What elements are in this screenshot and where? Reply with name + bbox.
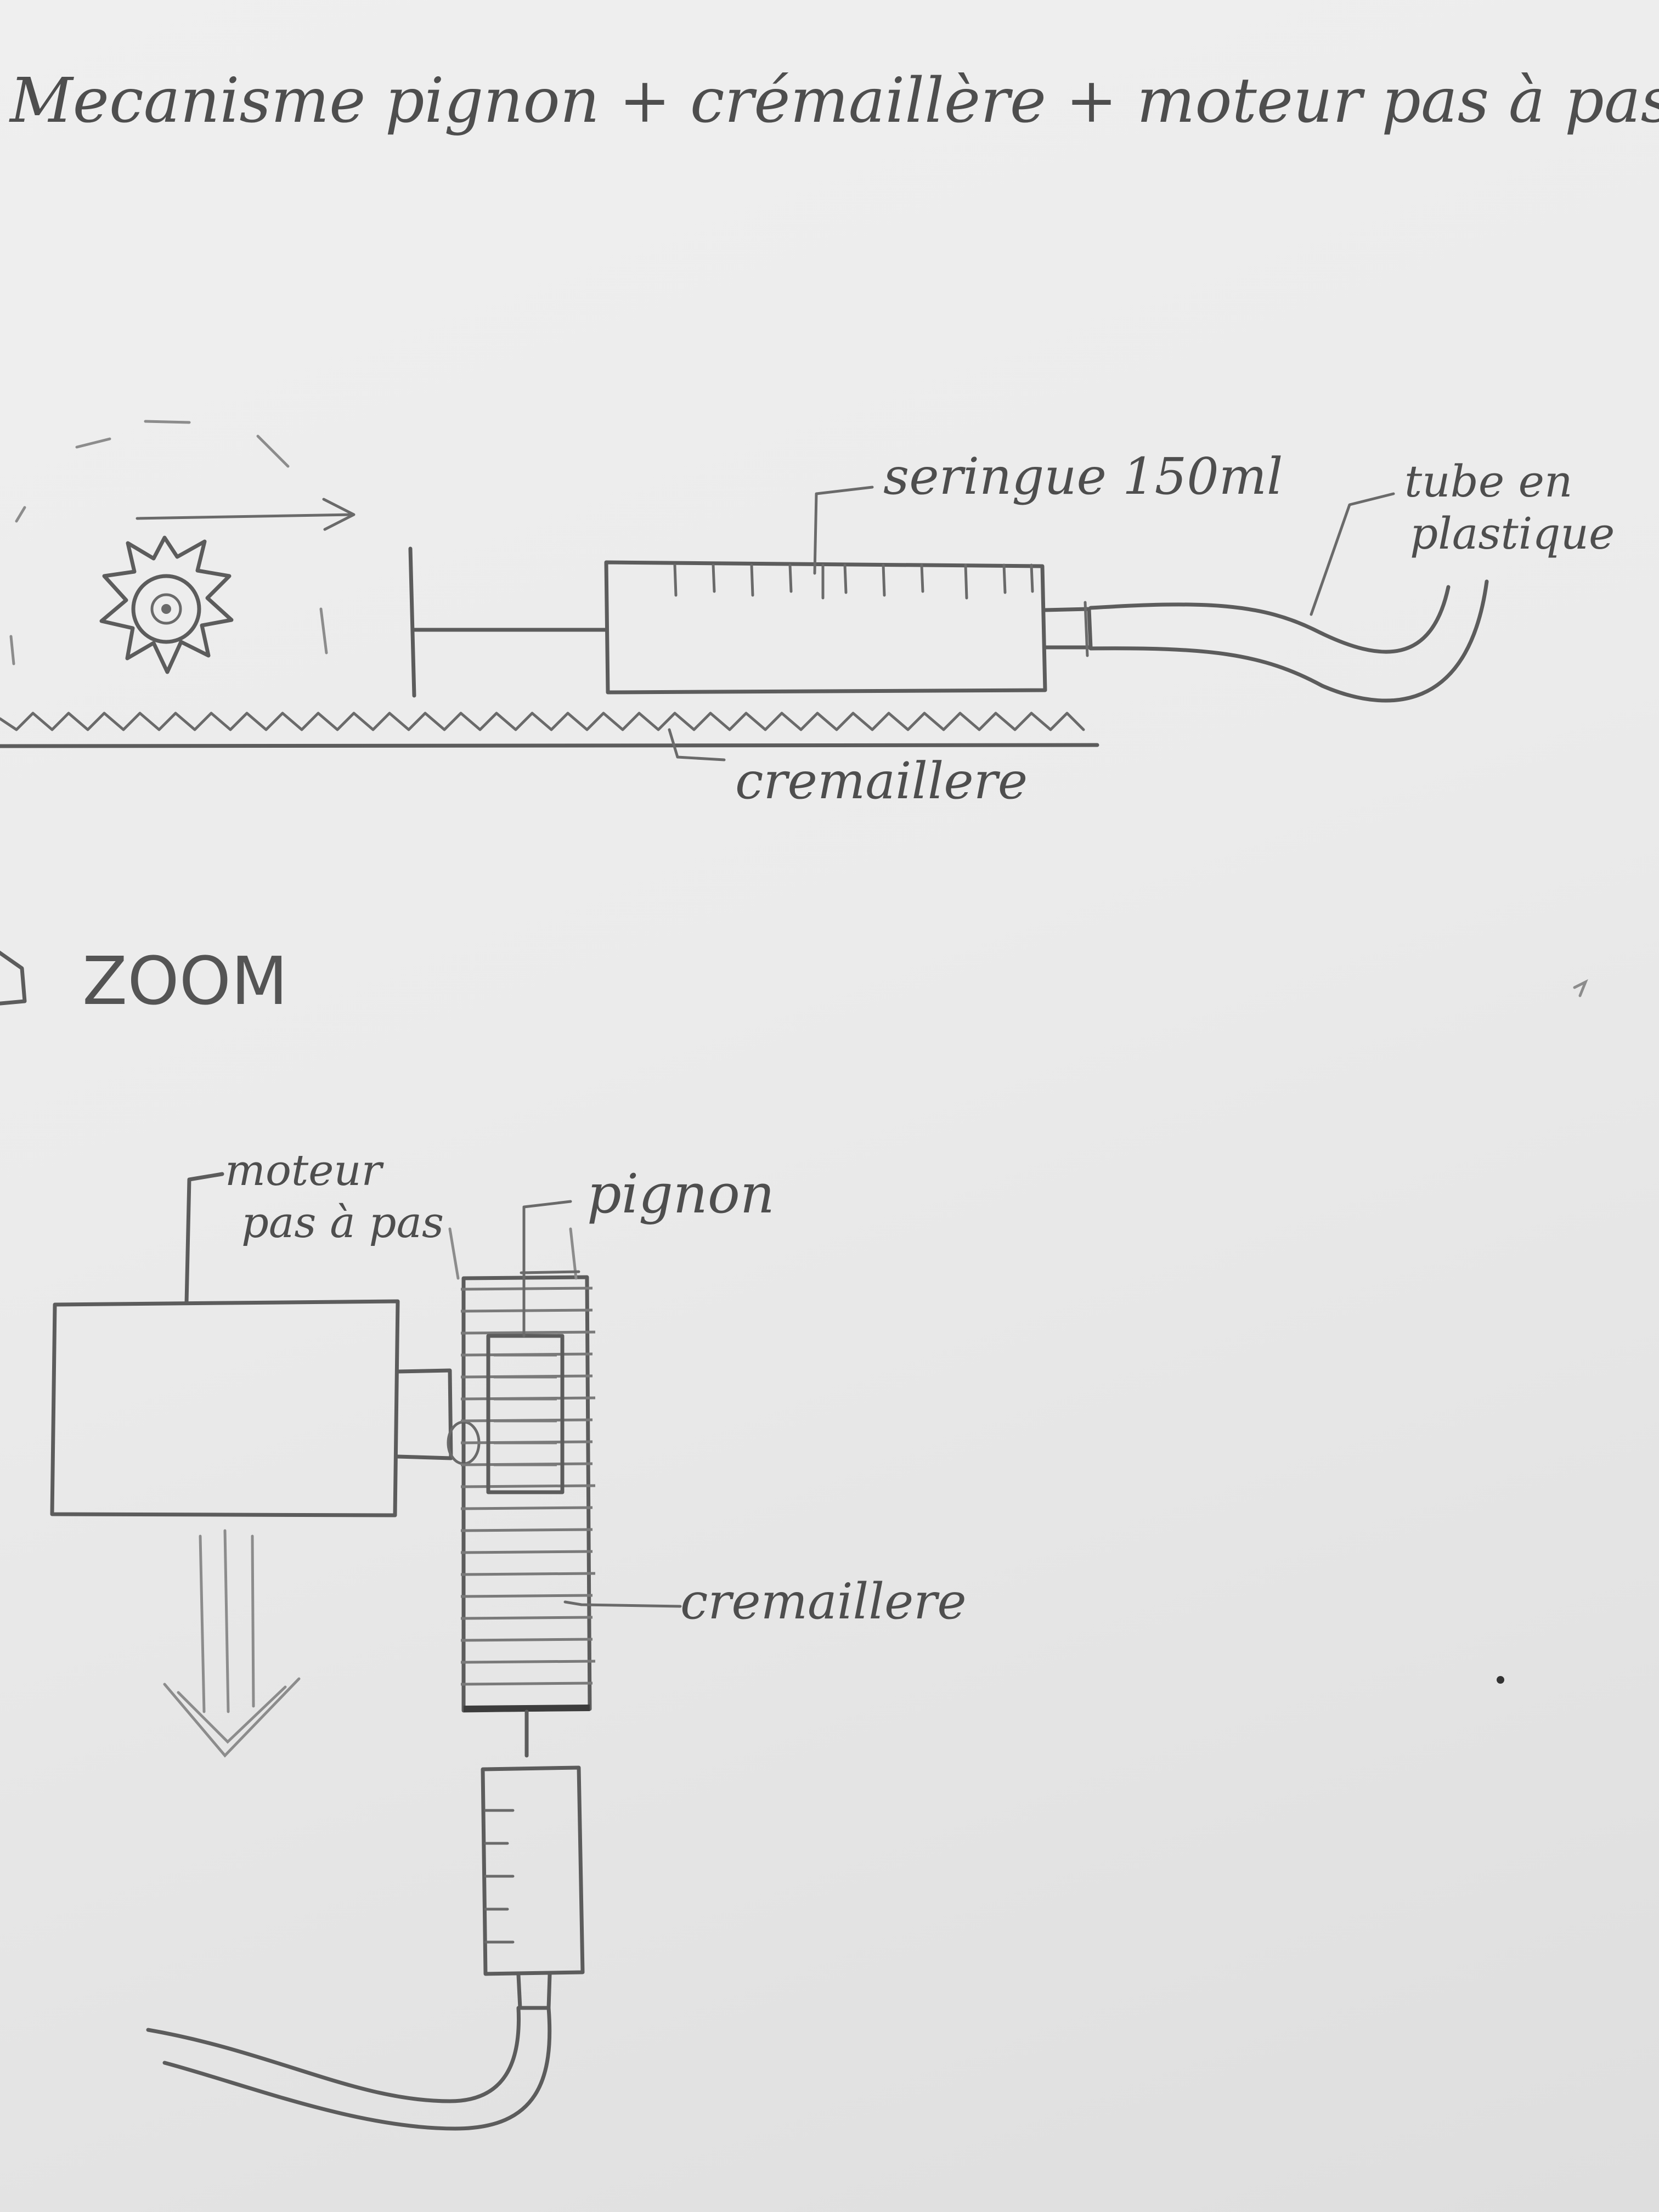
- syringe-barrel: [606, 562, 1091, 692]
- plastic-tube: [1091, 582, 1487, 701]
- zoom-syringe: [483, 1712, 583, 2008]
- motion-arrow: [137, 499, 354, 529]
- pinion-label: pignon: [587, 1163, 775, 1226]
- zoom-tube: [148, 2008, 550, 2129]
- tube-label-line1: tube en: [1404, 456, 1573, 507]
- zoom-rack-label: cremaillere: [680, 1573, 967, 1630]
- page-title: Mecanisme pignon + crémaillère + moteur …: [9, 65, 1659, 137]
- tube-leader: [1311, 494, 1393, 614]
- syringe-label: seringue 150ml: [883, 447, 1283, 506]
- motor-label-line2: pas à pas: [241, 1198, 444, 1248]
- overview-rack-label: cremaillere: [735, 752, 1028, 810]
- zoom-pinion: [488, 1201, 571, 1492]
- down-arrow: [165, 1531, 299, 1756]
- syringe-plunger: [410, 549, 606, 696]
- syringe-leader: [815, 487, 872, 573]
- pinion-gear: [101, 538, 232, 672]
- zoom-heading: ZOOM: [82, 944, 288, 1020]
- zoom-rack-leader: [565, 1602, 680, 1606]
- motor-label-line1: moteur: [225, 1146, 385, 1195]
- zoom-arrow: [0, 949, 25, 1004]
- overview-diagram: seringue 150ml tube en plastique cremail…: [0, 421, 1615, 810]
- rack: [0, 713, 1097, 746]
- tube-label-line2: plastique: [1410, 508, 1615, 559]
- zoom-section: ZOOM: [0, 944, 967, 2129]
